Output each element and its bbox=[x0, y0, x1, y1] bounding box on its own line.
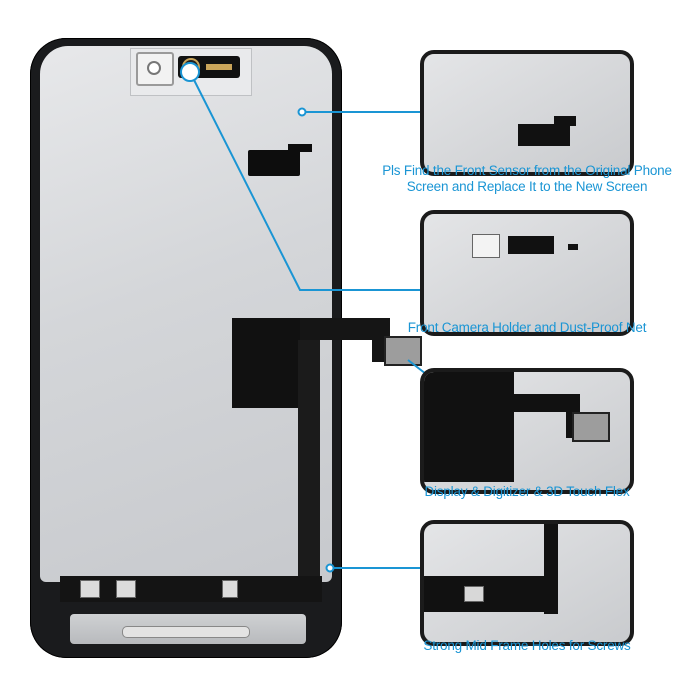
inset-flex bbox=[420, 368, 634, 494]
caption-mid-frame: Strong Mid Frame Holes for Screws bbox=[423, 638, 631, 653]
callout-dot-sensor bbox=[297, 107, 307, 117]
mid-frame-slot bbox=[122, 626, 250, 638]
inset-front-camera bbox=[420, 210, 634, 336]
caption-flex: Display & Digitizer & 3D Touch Flex bbox=[424, 484, 630, 499]
flex-connector bbox=[384, 336, 422, 366]
bottom-chip bbox=[116, 580, 136, 598]
bottom-chip bbox=[80, 580, 100, 598]
inset-front-sensor bbox=[420, 50, 634, 176]
caption-front-sensor: Pls Find the Front Sensor from the Origi… bbox=[382, 163, 672, 194]
front-sensor-pad bbox=[248, 144, 312, 176]
inset-mid-frame bbox=[420, 520, 634, 646]
bottom-chip bbox=[222, 580, 238, 598]
caption-front-camera: Front Camera Holder and Dust-Proof Net bbox=[407, 320, 647, 335]
flex-cable-strip bbox=[300, 318, 390, 340]
front-camera-holder bbox=[136, 52, 174, 86]
flex-cable-tail bbox=[298, 340, 320, 580]
callout-line-camera bbox=[189, 71, 420, 291]
screen-back-panel bbox=[40, 46, 332, 582]
callout-ring-camera bbox=[180, 62, 200, 82]
callout-dot-frame bbox=[325, 563, 335, 573]
flex-cable-body bbox=[232, 318, 306, 408]
bottom-board bbox=[60, 576, 322, 602]
